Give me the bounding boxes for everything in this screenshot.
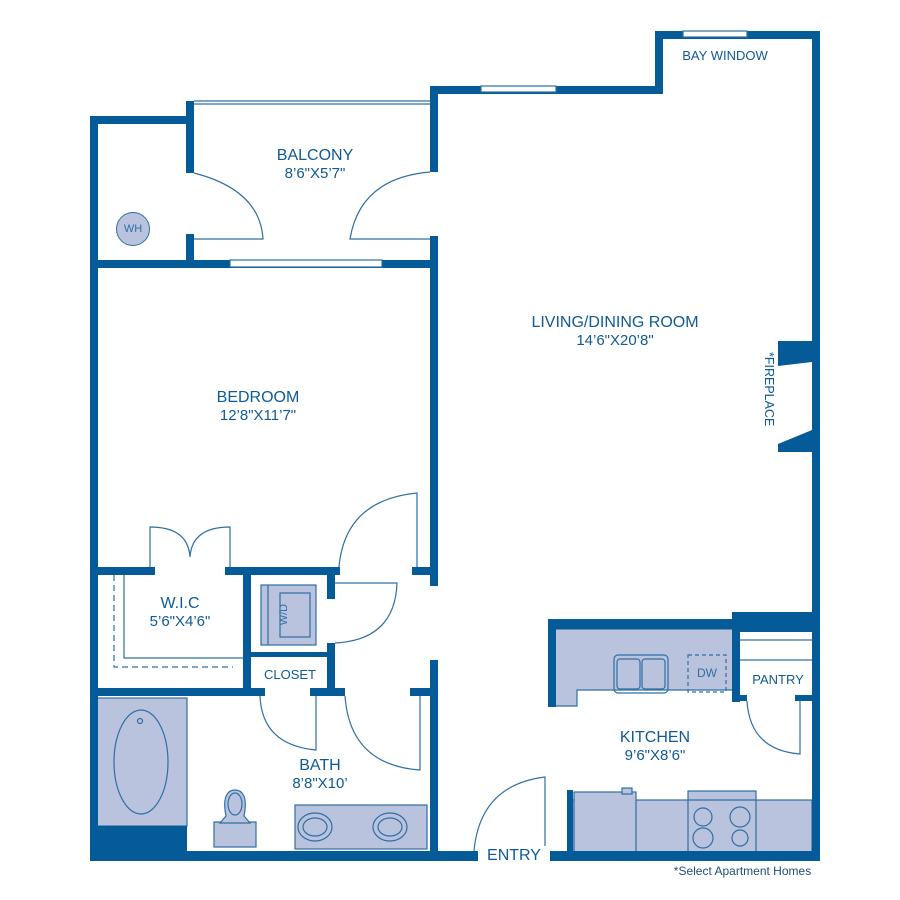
- walls: [90, 31, 820, 861]
- room-label-living: LIVING/DINING ROOM 14’6"X20’8": [500, 313, 730, 350]
- room-dimensions: 5’6"X4’6": [149, 613, 211, 631]
- room-name: BEDROOM: [216, 389, 300, 406]
- washer-dryer-label: W/D: [278, 603, 291, 626]
- toilet-bowl: [218, 789, 252, 824]
- refrigerator: [573, 791, 637, 853]
- fireplace: [778, 341, 812, 452]
- window-bay: [682, 30, 748, 38]
- bay-window-label: BAY WINDOW: [682, 48, 768, 63]
- room-dimensions: 9’6"X8’6": [624, 747, 686, 765]
- dishwasher-label: DW: [697, 666, 717, 680]
- kitchen-sink: [613, 654, 669, 694]
- room-label-closet: CLOSET: [263, 667, 316, 682]
- washer-dryer: [260, 584, 317, 646]
- room-dimensions: 12’8"X11’7": [219, 407, 297, 425]
- toilet-tank: [213, 821, 257, 848]
- room-name: LIVING/DINING ROOM: [531, 314, 699, 331]
- room-name: BATH: [299, 757, 341, 774]
- room-dimensions: 14’6"X20’8": [576, 332, 654, 350]
- room-name: BALCONY: [276, 147, 354, 164]
- sink-left: [297, 812, 333, 842]
- water-heater-icon: WH: [116, 212, 150, 246]
- room-label-bath: BATH 8’8"X10’: [270, 756, 370, 793]
- room-label-pantry: PANTRY: [752, 672, 804, 687]
- water-heater-label: WH: [123, 223, 143, 235]
- room-label-bedroom: BEDROOM 12’8"X11’7": [158, 388, 358, 425]
- stove: [687, 790, 757, 853]
- entry-label: ENTRY: [480, 846, 548, 866]
- window-living: [480, 85, 557, 93]
- dishwasher: [687, 654, 727, 693]
- linework: [113, 30, 812, 852]
- vanity-counter: [294, 804, 428, 850]
- room-label-wic: W.I.C 5’6"X4’6": [130, 594, 230, 631]
- sink-right: [372, 812, 408, 842]
- fireplace-label: *FIREPLACE: [762, 352, 776, 427]
- room-dimensions: 8’6"X5’7": [284, 165, 346, 183]
- room-name: W.I.C: [160, 595, 200, 612]
- window-bedroom: [229, 259, 383, 268]
- footnote: *Select Apartment Homes: [673, 864, 812, 878]
- room-label-kitchen: KITCHEN 9’6"X8’6": [600, 728, 710, 765]
- room-dimensions: 8’8"X10’: [292, 775, 348, 793]
- bathtub-basin: [113, 709, 169, 815]
- room-name: KITCHEN: [619, 729, 691, 746]
- fixtures: [96, 584, 813, 853]
- bathtub: [96, 697, 188, 827]
- room-label-balcony: BALCONY 8’6"X5’7": [215, 146, 415, 183]
